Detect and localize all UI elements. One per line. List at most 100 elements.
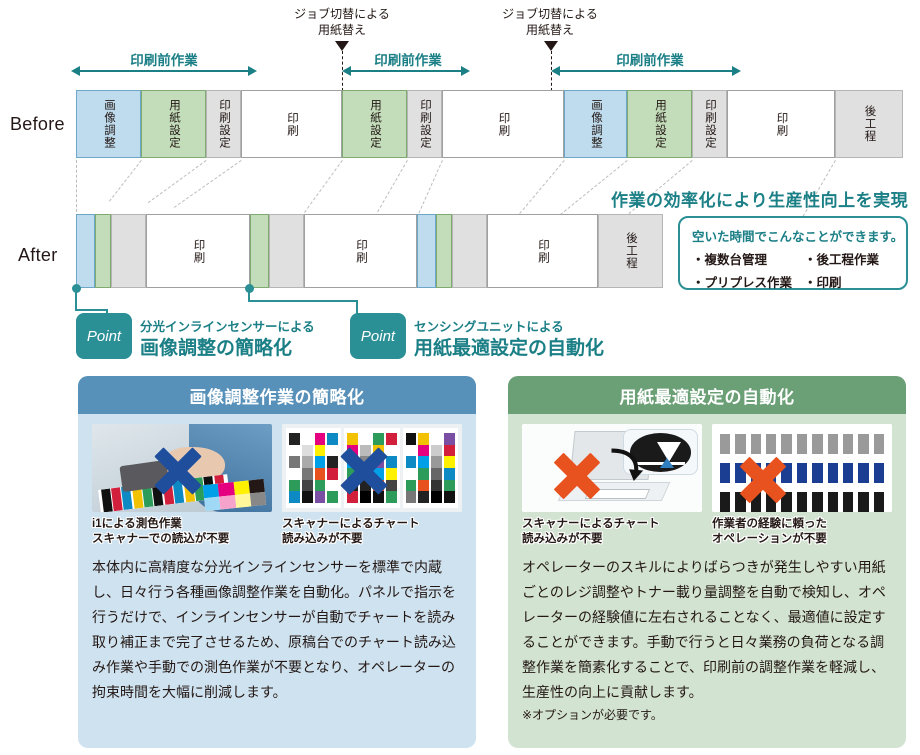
color-chart-photo <box>282 424 462 512</box>
before-segment-9: 用紙設定 <box>627 90 692 158</box>
after-segment-2 <box>95 214 111 288</box>
job-switch-arrow-1-icon <box>335 41 349 51</box>
prepress-arrow-2-left-icon <box>342 66 351 76</box>
card-1-figure-2-caption: スキャナーによるチャート 読み込みが不要 <box>282 517 420 547</box>
prepress-arrow-2-right-icon <box>461 66 470 76</box>
card-1-title: 画像調整作業の簡略化 <box>78 376 476 414</box>
point-1-connector-h <box>75 309 108 311</box>
card-1-fig-2-cap-line1: スキャナーによるチャート <box>282 518 420 530</box>
job-switch-note-1: ジョブ切替による 用紙替え <box>262 6 422 38</box>
point-2-connector-v1 <box>248 288 250 302</box>
before-segment-1-label: 画像調整 <box>103 99 115 149</box>
after-segment-12-label: 後工程 <box>625 232 637 270</box>
card-paper-auto-setting: 用紙最適設定の自動化 <box>508 376 906 748</box>
point-1-subtitle: 分光インラインセンサーによる <box>140 320 315 334</box>
after-segment-5 <box>250 214 269 288</box>
after-segment-11-label: 印刷 <box>537 238 549 264</box>
job-switch-note-2: ジョブ切替による 用紙替え <box>470 6 630 38</box>
job-switch-note-2-line2: 用紙替え <box>525 23 574 37</box>
point-2-subtitle: センシングユニットによる <box>414 320 564 334</box>
card-2-fig-1-cap-line2: 読み込みが不要 <box>522 533 603 545</box>
registration-bars-photo <box>712 424 892 512</box>
card-2-figure-1-caption: スキャナーによるチャート 読み込みが不要 <box>522 517 660 547</box>
before-segment-7: 印刷 <box>442 90 564 158</box>
free-time-item-3: ・プリプレス作業 <box>692 276 793 290</box>
after-segment-1 <box>76 214 95 288</box>
point-2-connector-v2 <box>356 300 358 321</box>
before-segment-7-label: 印刷 <box>497 111 510 137</box>
point-badge-2: Point <box>350 313 406 359</box>
before-segment-5-label: 用紙設定 <box>369 99 381 149</box>
bar-row-black <box>720 492 884 512</box>
prepress-arrow-1-line <box>80 70 248 72</box>
card-1-figure-1-caption: i1による測色作業 スキャナーでの読込が不要 <box>92 517 229 547</box>
headline: 作業の効率化により生産性向上を実現 <box>611 191 909 210</box>
after-segment-7-label: 印刷 <box>355 238 367 264</box>
card-2-fig-2-cap-line2: オペレーションが不要 <box>712 533 827 545</box>
bar-row-gray <box>720 434 884 454</box>
before-segment-3-label: 印刷設定 <box>218 99 230 149</box>
card-2-title: 用紙最適設定の自動化 <box>508 376 906 414</box>
after-segment-10 <box>452 214 487 288</box>
before-segment-3: 印刷設定 <box>206 90 241 158</box>
after-segment-9 <box>436 214 452 288</box>
prepress-label-1: 印刷前作業 <box>130 53 198 68</box>
after-segment-8 <box>417 214 436 288</box>
prepress-arrow-1-right-icon <box>248 66 257 76</box>
before-segment-1: 画像調整 <box>76 90 141 158</box>
guide-line <box>76 160 77 212</box>
card-1-body-text: 本体内に高精度な分光インラインセンサーを標準で内蔵し、日々行う各種画像調整作業を… <box>92 559 456 700</box>
point-2-title: 用紙最適設定の自動化 <box>414 338 605 359</box>
prepress-arrow-3-right-icon <box>732 66 741 76</box>
x-mark-icon <box>551 450 603 502</box>
card-2-body-text: オペレーターのスキルによりばらつきが発生しやすい用紙ごとのレジ調整やトナー載り量… <box>522 559 886 700</box>
card-image-adjustment: 画像調整作業の簡略化 <box>78 376 476 748</box>
before-segment-8: 画像調整 <box>564 90 627 158</box>
guide-line <box>108 160 142 202</box>
after-segment-7: 印刷 <box>304 214 417 288</box>
prepress-arrow-2-line <box>351 70 461 72</box>
card-2-figure-1: スキャナーによるチャート 読み込みが不要 <box>522 424 702 549</box>
free-time-item-4: ・印刷 <box>804 276 842 290</box>
before-segment-5: 用紙設定 <box>342 90 407 158</box>
guide-line <box>372 160 408 222</box>
before-segment-12-label: 後工程 <box>863 105 876 143</box>
before-segment-10-label: 印刷設定 <box>704 99 716 149</box>
after-segment-6 <box>269 214 304 288</box>
guide-line <box>512 160 565 222</box>
prepress-label-3: 印刷前作業 <box>616 53 684 68</box>
prepress-arrow-1-left-icon <box>71 66 80 76</box>
i1-measurement-photo <box>92 424 272 512</box>
after-segment-3 <box>111 214 146 288</box>
card-2-figure-2-caption: 作業者の経験に頼った オペレーションが不要 <box>712 517 827 547</box>
x-mark-icon <box>336 443 392 499</box>
job-switch-note-1-line2: 用紙替え <box>317 23 366 37</box>
card-1-fig-1-cap-line2: スキャナーでの読込が不要 <box>92 533 230 545</box>
card-2-note: ※オプションが必要です。 <box>522 708 663 722</box>
before-segment-10: 印刷設定 <box>692 90 727 158</box>
after-row-label: After <box>18 245 58 265</box>
free-time-item-2: ・後工程作業 <box>804 253 880 267</box>
guide-line <box>147 160 207 204</box>
free-time-infobox-title: 空いた時間でこんなことができます。 <box>692 230 904 244</box>
before-segment-11: 印刷 <box>727 90 835 158</box>
before-segment-6-label: 印刷設定 <box>419 99 431 149</box>
before-segment-9-label: 用紙設定 <box>654 99 666 149</box>
before-segment-8-label: 画像調整 <box>590 99 602 149</box>
before-segment-6: 印刷設定 <box>407 90 442 158</box>
card-1-figure-1: i1による測色作業 スキャナーでの読込が不要 <box>92 424 272 549</box>
card-2-fig-1-cap-line1: スキャナーによるチャート <box>522 518 660 530</box>
free-time-infobox: 空いた時間でこんなことができます。 ・複数台管理・後工程作業 ・プリプレス作業・… <box>678 216 908 290</box>
after-segment-11: 印刷 <box>487 214 598 288</box>
before-segment-2-label: 用紙設定 <box>168 99 180 149</box>
point-1-connector-v1 <box>75 288 77 311</box>
card-1-fig-1-cap-line1: i1による測色作業 <box>92 518 182 530</box>
prepress-arrow-3-left-icon <box>551 66 560 76</box>
card-2-fig-2-cap-line1: 作業者の経験に頼った <box>712 518 827 530</box>
after-segment-12: 後工程 <box>598 214 663 288</box>
card-1-figure-2: スキャナーによるチャート 読み込みが不要 <box>282 424 462 549</box>
x-mark-icon <box>150 443 206 499</box>
before-segment-12: 後工程 <box>835 90 903 158</box>
before-segment-2: 用紙設定 <box>141 90 206 158</box>
